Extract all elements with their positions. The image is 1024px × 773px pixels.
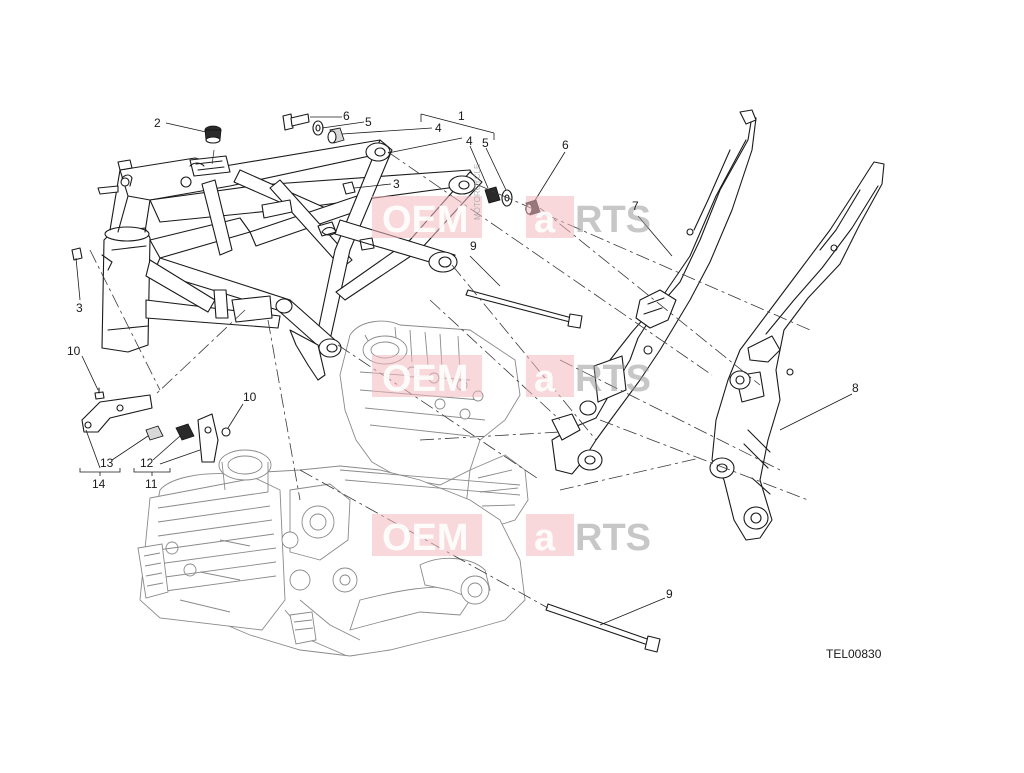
callout-13: 13 [100, 456, 114, 470]
callout-9-lower: 9 [666, 587, 673, 601]
oemparts-watermark: OEM a RTS MOTORCYCLE OEM a RTS OEM a RTS [372, 164, 651, 559]
svg-text:a: a [534, 199, 556, 241]
callout-5-top: 5 [365, 115, 372, 129]
callout-2: 2 [154, 116, 161, 130]
svg-text:RTS: RTS [575, 358, 651, 400]
engine-block [137, 320, 529, 657]
svg-text:MOTORCYCLE: MOTORCYCLE [473, 164, 482, 220]
callout-9-upper: 9 [470, 239, 477, 253]
callout-6-right: 6 [562, 138, 569, 152]
washer-part-5-right [501, 189, 513, 207]
callout-5-right: 5 [482, 136, 489, 150]
callout-6-top: 6 [343, 109, 350, 123]
callout-1: 1 [458, 109, 465, 123]
callout-7: 7 [632, 199, 639, 213]
callout-labels: 1 2 3 3 4 4 5 5 6 6 7 8 9 9 10 10 11 12 … [67, 109, 859, 601]
svg-text:OEM: OEM [382, 517, 469, 559]
svg-text:a: a [534, 517, 556, 559]
spacer-part-4-top [327, 127, 345, 144]
leader-lines [75, 113, 853, 626]
subframe-part-8 [709, 161, 885, 541]
callout-4-right: 4 [466, 134, 473, 148]
callout-11: 11 [145, 477, 158, 491]
svg-text:RTS: RTS [575, 517, 651, 559]
callout-8: 8 [852, 381, 859, 395]
svg-text:RTS: RTS [575, 199, 651, 241]
screw-part-10-right [221, 427, 231, 437]
bolt-part-9-lower [545, 603, 661, 653]
spacer-part-4-right [484, 186, 501, 204]
subframe-part-7 [551, 109, 757, 475]
nut-part-3-mid [342, 181, 356, 195]
drawing-code: TEL00830 [826, 647, 882, 661]
callout-10-right: 10 [243, 390, 257, 404]
callout-4-top: 4 [435, 121, 442, 135]
bolt-part-6-top [282, 113, 310, 131]
nut-part-3-left [71, 247, 83, 261]
bolt-part-9-upper [465, 289, 583, 329]
grommet-part-2 [204, 125, 222, 144]
callout-14: 14 [92, 477, 106, 491]
svg-text:OEM: OEM [382, 358, 469, 400]
callout-10-left: 10 [67, 344, 81, 358]
callout-3-mid: 3 [393, 177, 400, 191]
svg-text:a: a [534, 358, 556, 400]
screw-part-10-left [94, 387, 105, 400]
svg-text:OEM: OEM [382, 199, 469, 241]
washer-part-5-top [312, 120, 324, 136]
spacer-part-13 [145, 425, 164, 441]
bracket-part-11 [197, 413, 219, 463]
callout-12: 12 [140, 456, 154, 470]
callout-3-left: 3 [76, 301, 83, 315]
bracket-part-14 [81, 394, 153, 433]
